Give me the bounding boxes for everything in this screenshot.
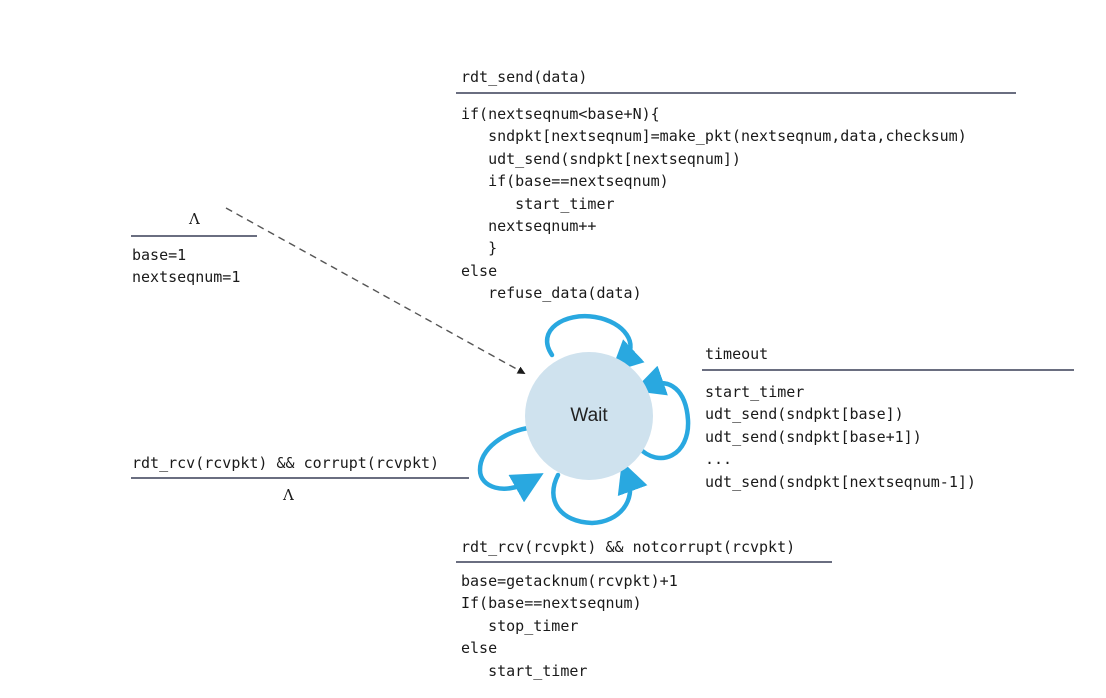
timeout-action-line: udt_send(sndpkt[base]) <box>705 405 904 424</box>
init-event-lambda: Λ <box>189 210 200 228</box>
send-actions: if(nextseqnum<base+N){ sndpkt[nextseqnum… <box>461 103 967 305</box>
notcorrupt-action-line: base=getacknum(rcvpkt)+1 <box>461 572 678 590</box>
send-action-line: sndpkt[nextseqnum]=make_pkt(nextseqnum,d… <box>461 127 967 146</box>
notcorrupt-action-line: start_timer <box>461 661 588 680</box>
timeout-action-line: udt_send(sndpkt[nextseqnum-1]) <box>705 472 976 491</box>
initial-transition-arrow <box>225 207 526 374</box>
notcorrupt-action-line: else <box>461 639 498 658</box>
notcorrupt-rule <box>456 561 832 563</box>
send-action-line: start_timer <box>461 194 615 213</box>
corrupt-loop-arrow <box>477 425 544 503</box>
init-action-line: nextseqnum=1 <box>132 268 241 287</box>
init-action-line: base=1 <box>132 246 187 264</box>
notcorrupt-loop-arrow <box>551 461 648 526</box>
send-action-line: else <box>461 261 498 280</box>
timeout-actions: start_timer udt_send(sndpkt[base]) udt_sen… <box>705 381 976 493</box>
timeout-action-line: ... <box>705 450 733 469</box>
send-action-line: if(nextseqnum<base+N){ <box>461 105 660 123</box>
send-action-line: } <box>461 239 498 258</box>
init-rule <box>131 235 257 237</box>
init-actions: base=1 nextseqnum=1 <box>132 244 240 289</box>
send-event: rdt_send(data) <box>461 68 588 86</box>
send-rule <box>456 92 1016 94</box>
notcorrupt-event: rdt_rcv(rcvpkt) && notcorrupt(rcvpkt) <box>461 538 796 556</box>
timeout-action-line: start_timer <box>705 383 805 401</box>
notcorrupt-action-line: stop_timer <box>461 616 579 635</box>
send-action-line: udt_send(sndpkt[nextseqnum]) <box>461 149 741 168</box>
send-action-line: if(base==nextseqnum) <box>461 172 669 191</box>
state-label: Wait <box>570 405 608 426</box>
notcorrupt-action-line: If(base==nextseqnum) <box>461 594 642 613</box>
timeout-loop-arrow <box>633 365 691 461</box>
corrupt-event: rdt_rcv(rcvpkt) && corrupt(rcvpkt) <box>132 454 440 472</box>
send-action-line: refuse_data(data) <box>461 284 642 303</box>
corrupt-rule <box>131 477 469 479</box>
timeout-rule <box>702 369 1074 371</box>
corrupt-action-lambda: Λ <box>283 486 294 504</box>
timeout-event: timeout <box>705 345 769 363</box>
state-wait: Wait <box>525 352 653 480</box>
send-action-line: nextseqnum++ <box>461 217 597 236</box>
timeout-action-line: udt_send(sndpkt[base+1]) <box>705 427 922 446</box>
send-loop-arrow <box>544 313 645 373</box>
